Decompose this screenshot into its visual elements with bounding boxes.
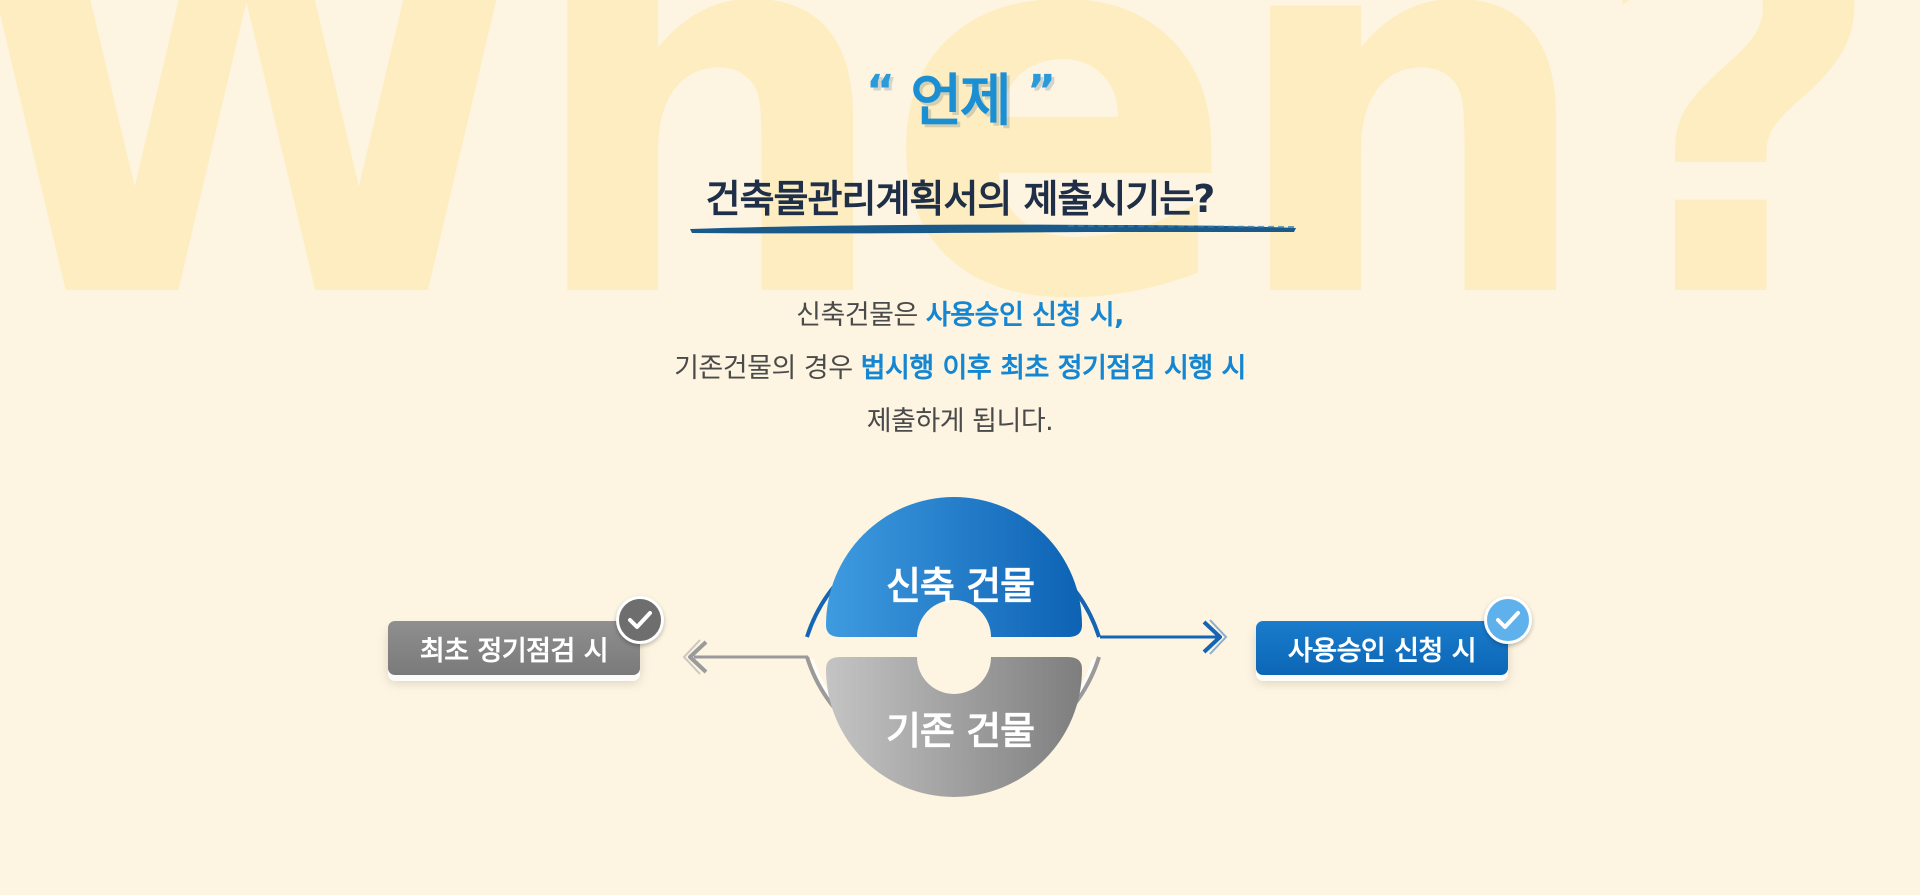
section-keyword: “ 언제 ” bbox=[0, 70, 1920, 130]
description-line-1-text: 신축건물은 bbox=[796, 300, 926, 331]
check-icon bbox=[1484, 596, 1532, 644]
description-line-3: 제출하게 됩니다. bbox=[866, 406, 1054, 437]
page-title: 건축물관리계획서의 제출시기는? bbox=[705, 177, 1216, 221]
description-line-2: 기존건물의 경우 법시행 이후 최초 정기점검 시행 시 bbox=[0, 346, 1920, 385]
bottom-half-existing-building bbox=[826, 657, 1082, 797]
description-line-2-text: 기존건물의 경우 bbox=[674, 353, 861, 384]
background-watermark: When? bbox=[0, 0, 1888, 413]
first-inspection-badge: 최초 정기점검 시 bbox=[388, 621, 640, 675]
top-half-new-building bbox=[826, 497, 1082, 637]
open-quote-mark: “ bbox=[866, 66, 895, 117]
check-icon bbox=[616, 596, 664, 644]
left-arrow-head bbox=[688, 640, 708, 674]
description-line-1-highlight: 사용승인 신청 시, bbox=[925, 300, 1124, 331]
description-line-1: 신축건물은 사용승인 신청 시, bbox=[0, 293, 1920, 332]
use-approval-badge: 사용승인 신청 시 bbox=[1256, 621, 1508, 675]
right-arrow-head bbox=[1202, 620, 1222, 654]
description-line-2-highlight: 법시행 이후 최초 정기점검 시행 시 bbox=[860, 353, 1247, 384]
keyword-text: 언제 bbox=[910, 69, 1011, 134]
brush-underline bbox=[690, 224, 1297, 234]
label-existing-building: 기존 건물 bbox=[885, 709, 1035, 753]
close-quote-mark: ” bbox=[1027, 66, 1056, 117]
label-new-building: 신축 건물 bbox=[885, 564, 1035, 608]
